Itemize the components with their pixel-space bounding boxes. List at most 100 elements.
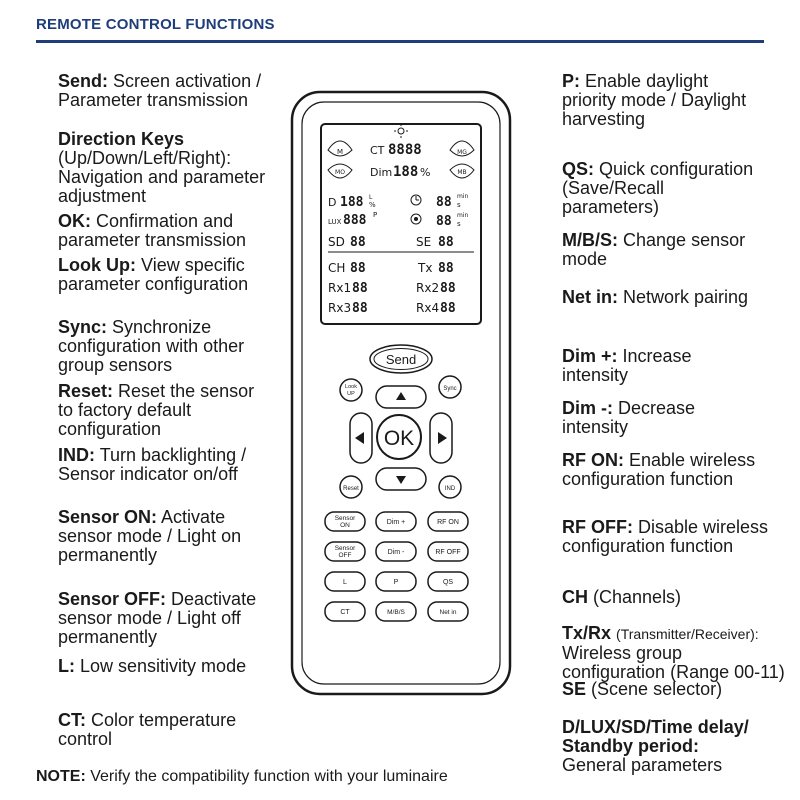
lcd-timer2-min: min [457,212,469,219]
mode-icon-m: M [327,140,353,157]
desc-net-in: Net in: Network pairing [562,287,749,307]
lcd-d-digits: 188 [340,195,364,210]
lcd-l-unit: L [369,194,373,201]
lcd-timer1-min: min [457,193,469,200]
p-button[interactable]: P [375,571,417,592]
lcd-ct-digits: 8888 [388,142,422,158]
arrow-down-icon [396,476,406,484]
lcd-se-digits: 88 [438,235,454,250]
desc-se: SE (Scene selector) [562,679,723,699]
desc-ind: IND: Turn backlighting /Sensor indicator… [58,445,247,484]
lcd-tx-digits: 88 [438,261,454,276]
title-rule [36,40,764,43]
lcd-rx3-label: Rx3 [328,301,351,315]
ok-button[interactable]: OK [376,414,422,460]
arrow-up-icon [396,392,406,400]
svg-text:M: M [337,148,343,156]
desc-direction-keys: Direction Keys(Up/Down/Left/Right):Navig… [58,129,266,206]
lcd-dim-label: Dim [370,166,392,179]
svg-text:Sync: Sync [443,386,456,392]
lcd-d-percent: % [369,201,376,209]
svg-text:Reset: Reset [343,486,359,492]
svg-text:IND: IND [445,486,456,492]
note: NOTE: Verify the compatibility function … [36,768,448,785]
svg-text:QS: QS [443,579,453,586]
lcd-lux-label: LUX [328,218,342,226]
arrow-left-icon [355,432,364,444]
svg-text:ON: ON [340,522,350,529]
l-button[interactable]: L [324,571,366,592]
lcd-rx2-label: Rx2 [416,281,439,295]
lcd-timer1-digits: 88 [436,195,452,210]
dim-plus-button[interactable]: Dim + [375,511,417,532]
lcd-dim-percent: % [420,166,430,179]
sync-button[interactable]: Sync [438,375,462,399]
svg-text:CT: CT [340,609,350,616]
svg-text:Look: Look [345,384,357,390]
svg-text:Net in: Net in [440,609,457,616]
desc-send: Send: Screen activation /Parameter trans… [58,71,262,110]
lcd-timer2-digits: 88 [436,214,452,229]
net-in-button[interactable]: Net in [427,601,469,622]
lcd-d-label: D [328,196,336,209]
right-button[interactable] [429,412,453,464]
mode-icon-mo: MO [327,163,353,179]
ct-button[interactable]: CT [324,601,366,622]
svg-text:L: L [343,579,347,586]
send-button[interactable]: Send [369,344,433,374]
rf-on-button[interactable]: RF ON [427,511,469,532]
svg-text:Sensor: Sensor [335,515,356,522]
sun-icon [394,124,408,138]
svg-text:M/B/S: M/B/S [387,609,405,616]
desc-ch: CH (Channels) [562,587,682,607]
svg-text:Dim +: Dim + [387,519,405,526]
lcd-p-label: P [373,211,377,219]
mbs-button[interactable]: M/B/S [375,601,417,622]
sensor-off-button[interactable]: Sensor OFF [324,541,366,562]
rf-off-button[interactable]: RF OFF [427,541,469,562]
ind-button[interactable]: IND [438,475,462,499]
svg-text:MG: MG [457,149,467,156]
lcd-rx4-digits: 88 [440,301,456,316]
lcd-ch-digits: 88 [350,261,366,276]
left-button[interactable] [349,412,373,464]
look-up-button[interactable]: Look UP [339,378,363,402]
svg-text:OK: OK [384,427,414,450]
lcd-rx4-label: Rx4 [416,301,439,315]
lcd-se-label: SE [416,235,431,249]
sensor-on-button[interactable]: Sensor ON [324,511,366,532]
svg-text:RF ON: RF ON [437,519,459,526]
arrow-right-icon [438,432,447,444]
mode-icon-mg: MG [449,140,475,157]
lcd-ct-label: CT [370,144,385,157]
svg-text:RF OFF: RF OFF [435,549,460,556]
svg-text:Send: Send [386,352,416,367]
down-button[interactable] [375,467,427,491]
desc-general-params: D/LUX/SD/Time delay/Standby period:Gener… [562,717,749,775]
remote-control: M MO MG MB CT 8888 Dim 188 % D 188 L % L… [290,90,512,696]
svg-text:Dim -: Dim - [388,549,405,556]
reset-button[interactable]: Reset [339,475,363,499]
svg-text:OFF: OFF [339,552,352,559]
lcd-rx1-label: Rx1 [328,281,351,295]
lcd-rx2-digits: 88 [440,281,456,296]
svg-text:MB: MB [457,169,466,176]
page-title: REMOTE CONTROL FUNCTIONS [36,16,275,33]
mode-icon-mb: MB [449,163,475,179]
qs-button[interactable]: QS [427,571,469,592]
dim-minus-button[interactable]: Dim - [375,541,417,562]
svg-text:Sensor: Sensor [335,545,356,552]
up-button[interactable] [375,385,427,409]
